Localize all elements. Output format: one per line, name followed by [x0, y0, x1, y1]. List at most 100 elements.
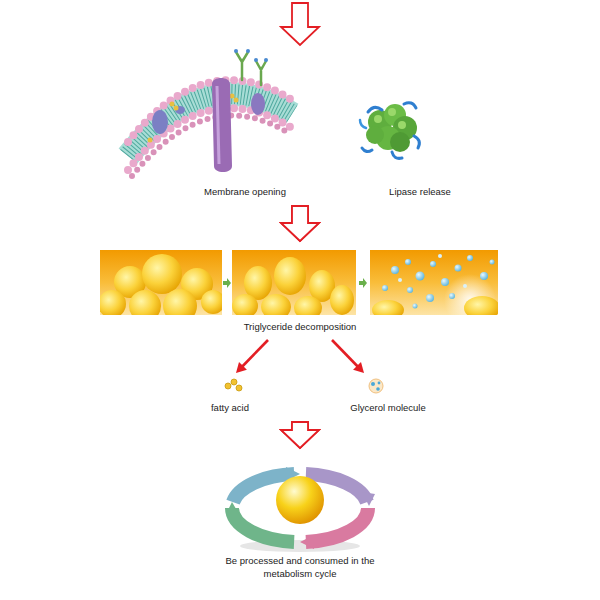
fat-panel-part	[142, 254, 182, 294]
fat-panel-part	[391, 266, 399, 274]
fat-panel-part	[416, 272, 425, 281]
illustration-node: Membrane opening	[110, 45, 300, 202]
fat-panel-part	[441, 278, 449, 286]
membrane-illustration-part	[234, 49, 238, 53]
lipase-illustration-part	[366, 126, 384, 144]
cycle-illustration-part	[276, 476, 324, 524]
fat-panel-part	[372, 300, 404, 315]
glycerol-icon-part	[378, 382, 381, 385]
arrow-head	[236, 362, 247, 373]
fat-panel-part	[455, 265, 462, 272]
membrane-illustration-part	[254, 58, 258, 62]
membrane-illustration	[128, 49, 292, 176]
membrane-illustration-part	[152, 110, 168, 134]
fatty-acid-icon-part	[231, 379, 237, 385]
cycle-node: Be processed and consumed in the metabol…	[180, 452, 420, 595]
molecule-node: Glycerol molecule	[300, 374, 470, 418]
fat-panel-part	[480, 272, 488, 280]
step-label: Glycerol molecule	[350, 402, 426, 415]
step-arrow	[223, 278, 231, 288]
membrane-illustration-part	[246, 49, 250, 53]
fat-panel	[232, 250, 356, 315]
fat-panel-part	[426, 294, 434, 302]
flow-arrow	[281, 422, 319, 448]
membrane-illustration-part	[236, 52, 248, 80]
fat-panel-part	[201, 290, 222, 314]
membrane-illustration-part	[212, 78, 232, 172]
lipase-illustration-part	[414, 136, 419, 148]
step-label: Membrane opening	[204, 186, 286, 199]
fat-panel-part	[129, 290, 161, 315]
fat-panel	[100, 250, 222, 315]
glycerol-icon	[369, 379, 383, 393]
lipase-illustration-part	[388, 108, 396, 116]
flow-line	[332, 340, 358, 367]
fat-panel-part	[438, 254, 442, 258]
fat-panel-part	[274, 257, 306, 295]
flow-line	[242, 340, 268, 367]
flow-arrow-body	[281, 206, 319, 241]
cycle-illustration-part	[362, 492, 375, 506]
membrane-illustration-part	[174, 106, 179, 111]
membrane-illustration-part	[264, 58, 268, 62]
arrow-head	[353, 362, 364, 373]
cycle-illustration-part	[300, 535, 314, 549]
molecule-node: fatty acid	[175, 374, 300, 418]
fat-panel-part	[382, 285, 388, 291]
fat-panel-part	[232, 294, 258, 315]
fat-panel	[370, 250, 498, 315]
membrane-illustration-part	[251, 93, 265, 115]
fatty-acid-icon-part	[225, 383, 231, 389]
fat-panel-part	[294, 296, 322, 315]
step-label: Triglyceride decomposition	[244, 321, 357, 334]
membrane-illustration-part	[170, 102, 175, 107]
lipase-illustration-part	[368, 107, 382, 112]
flow-arrow-body	[281, 422, 319, 448]
lipase-illustration-part	[392, 152, 402, 158]
cycle-illustration	[226, 467, 375, 552]
fat-panel-part	[449, 293, 455, 299]
step-label: fatty acid	[211, 402, 249, 415]
lipase-illustration-part	[390, 132, 410, 152]
fat-panel-part	[100, 290, 126, 315]
step-label: Lipase release	[389, 186, 451, 199]
lipase-illustration	[360, 103, 419, 159]
illustration-node: Lipase release	[300, 45, 510, 202]
flow-arrow	[332, 340, 364, 373]
fat-panel-part	[261, 294, 291, 315]
flow-arrow	[236, 340, 268, 373]
fat-panel-part	[398, 278, 402, 282]
lipase-illustration-part	[398, 121, 406, 129]
lipase-illustration-part	[362, 148, 372, 152]
glycerol-icon-part	[371, 382, 375, 386]
step-label: Be processed and consumed in the metabol…	[225, 555, 375, 581]
fat-panel-part	[163, 289, 197, 315]
fat-panel-part	[463, 284, 467, 288]
fat-panel-part	[490, 260, 495, 265]
membrane-illustration-part	[256, 61, 266, 85]
membrane-illustration-part	[148, 138, 153, 143]
fat-panel-part	[413, 304, 418, 309]
lipase-illustration-part	[360, 120, 366, 128]
flow-arrow	[281, 206, 319, 241]
membrane-illustration-part	[217, 86, 219, 164]
glycerol-icon-part	[376, 387, 380, 391]
fat-panel-part	[464, 296, 498, 315]
fatty-acid-icon	[225, 379, 242, 391]
membrane-illustration-part	[234, 98, 239, 103]
illustration-node: Triglyceride decomposition	[95, 245, 505, 338]
flow-arrow	[281, 206, 319, 241]
fat-panel-part	[405, 259, 411, 265]
fat-panel-part	[430, 261, 436, 267]
fat-panel-part	[330, 285, 354, 315]
flow-arrow	[281, 422, 319, 448]
lipase-illustration-part	[374, 115, 382, 123]
fatty-acid-icon-part	[236, 385, 242, 391]
fat-panel-part	[407, 287, 413, 293]
fat-panel-part	[467, 255, 473, 261]
cycle-illustration-part	[226, 502, 239, 514]
flow-arrow-body	[281, 206, 319, 241]
step-arrow	[359, 278, 367, 288]
lipase-illustration-part	[404, 103, 416, 108]
